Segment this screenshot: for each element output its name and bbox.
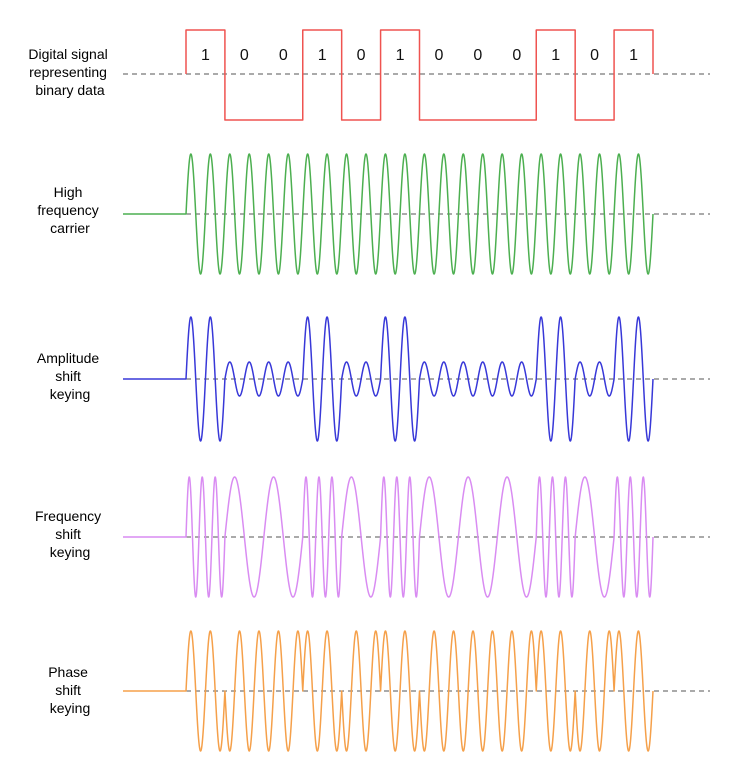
fsk-wave (123, 476, 654, 598)
row-ask: Amplitude shift keying (37, 316, 710, 442)
bit-label: 0 (435, 47, 444, 64)
label-carrier: High frequency carrier (37, 184, 102, 236)
label-digital-line-1: Digital signal (28, 46, 107, 62)
label-ask: Amplitude shift keying (37, 350, 103, 402)
label-ask-line-2: shift (55, 368, 81, 384)
bit-label: 0 (240, 47, 249, 64)
label-digital-line-3: binary data (35, 82, 104, 98)
label-carrier-line-2: frequency (37, 202, 98, 218)
bit-labels: 1 0 0 1 0 1 0 0 0 1 0 1 (201, 47, 638, 64)
ask-wave (123, 316, 654, 442)
label-ask-line-1: Amplitude (37, 350, 99, 366)
label-psk-line-1: Phase (48, 664, 88, 680)
label-psk: Phase shift keying (48, 664, 92, 716)
bit-label: 0 (357, 47, 366, 64)
label-psk-line-2: shift (55, 682, 81, 698)
row-carrier: High frequency carrier (37, 153, 710, 275)
bit-label: 1 (551, 47, 560, 64)
label-psk-line-3: keying (50, 700, 90, 716)
bit-label: 1 (201, 47, 210, 64)
bit-label: 0 (512, 47, 521, 64)
label-fsk-line-2: shift (55, 526, 81, 542)
row-psk: Phase shift keying (48, 630, 710, 752)
row-digital: Digital signal representing binary data … (28, 29, 710, 121)
label-fsk: Frequency shift keying (35, 508, 105, 560)
label-digital-line-2: representing (29, 64, 107, 80)
bit-label: 0 (473, 47, 482, 64)
row-fsk: Frequency shift keying (35, 476, 710, 598)
label-carrier-line-1: High (54, 184, 83, 200)
bit-label: 1 (396, 47, 405, 64)
label-fsk-line-1: Frequency (35, 508, 101, 524)
label-fsk-line-3: keying (50, 544, 90, 560)
bit-label: 1 (629, 47, 638, 64)
digital-square-wave (185, 29, 654, 121)
bit-label: 0 (590, 47, 599, 64)
label-ask-line-3: keying (50, 386, 90, 402)
carrier-wave (123, 153, 654, 275)
label-carrier-line-3: carrier (50, 220, 90, 236)
label-digital: Digital signal representing binary data (28, 46, 111, 98)
bit-label: 0 (279, 47, 288, 64)
bit-label: 1 (318, 47, 327, 64)
psk-wave (123, 630, 654, 752)
